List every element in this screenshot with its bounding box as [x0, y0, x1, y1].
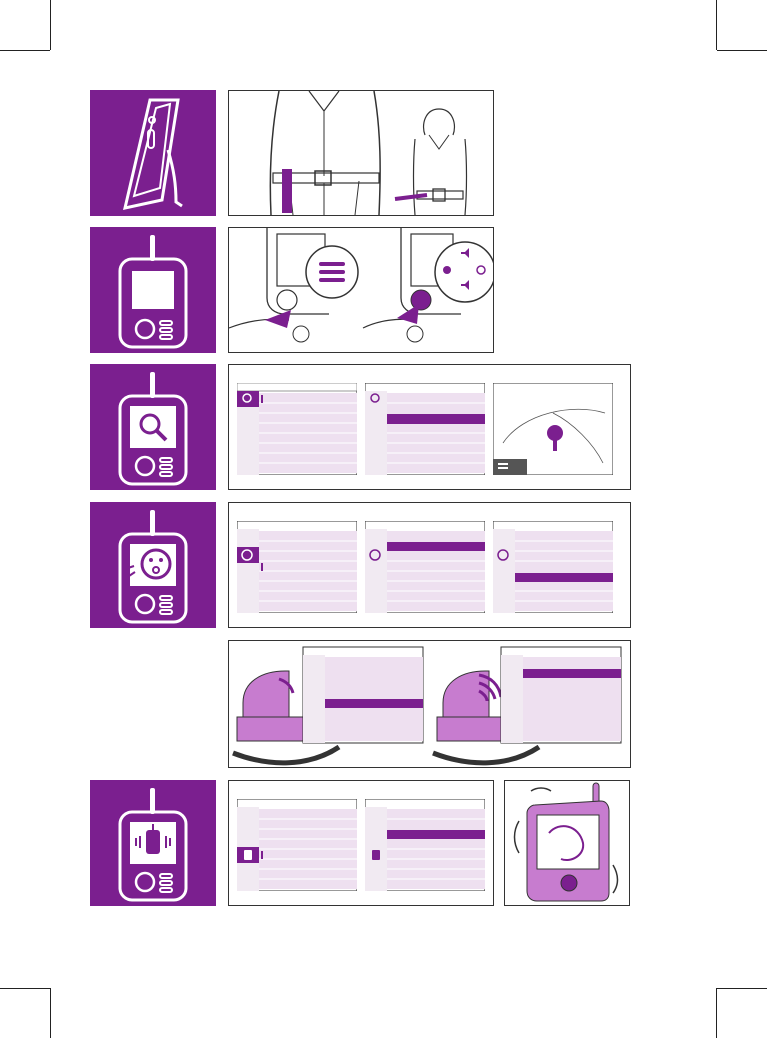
baby-cry-tile — [90, 502, 216, 628]
zoom-icon — [90, 364, 216, 490]
crop-mark — [716, 0, 717, 50]
crop-mark — [50, 0, 51, 50]
crop-mark — [0, 50, 50, 51]
vibrating-parent-unit — [505, 781, 629, 905]
zoom-tile — [90, 364, 216, 490]
menu-screen — [237, 521, 357, 613]
crop-mark — [717, 988, 767, 989]
crop-mark — [0, 988, 50, 989]
zoom-panel — [228, 364, 631, 490]
baby-cry-icon — [90, 502, 216, 628]
parent-unit-icon — [90, 227, 216, 353]
crop-mark — [716, 988, 717, 1038]
submenu-screen — [365, 799, 485, 891]
vibration-panel — [228, 780, 494, 906]
crop-mark — [50, 988, 51, 1038]
submenu-screen — [365, 383, 485, 475]
belt-clip-panel — [228, 90, 494, 216]
controls-panel — [228, 227, 494, 353]
menu-screen — [237, 383, 357, 475]
controls-illustration — [229, 228, 493, 352]
vibration-icon — [90, 780, 216, 906]
menu-screen — [237, 799, 357, 891]
crop-mark — [717, 50, 767, 51]
belt-clip-icon — [90, 90, 216, 216]
option-screen — [493, 521, 613, 613]
lullaby-panel — [228, 502, 631, 628]
cradle-illustration — [229, 641, 630, 767]
vibration-tile — [90, 780, 216, 906]
parent-unit-tile — [90, 227, 216, 353]
vibrating-unit-panel — [504, 780, 630, 906]
submenu-screen — [365, 521, 485, 613]
sensitivity-panel — [228, 640, 631, 768]
zoom-view-screen — [493, 383, 613, 475]
belt-clip-illustration — [229, 91, 493, 215]
belt-clip-tile — [90, 90, 216, 216]
